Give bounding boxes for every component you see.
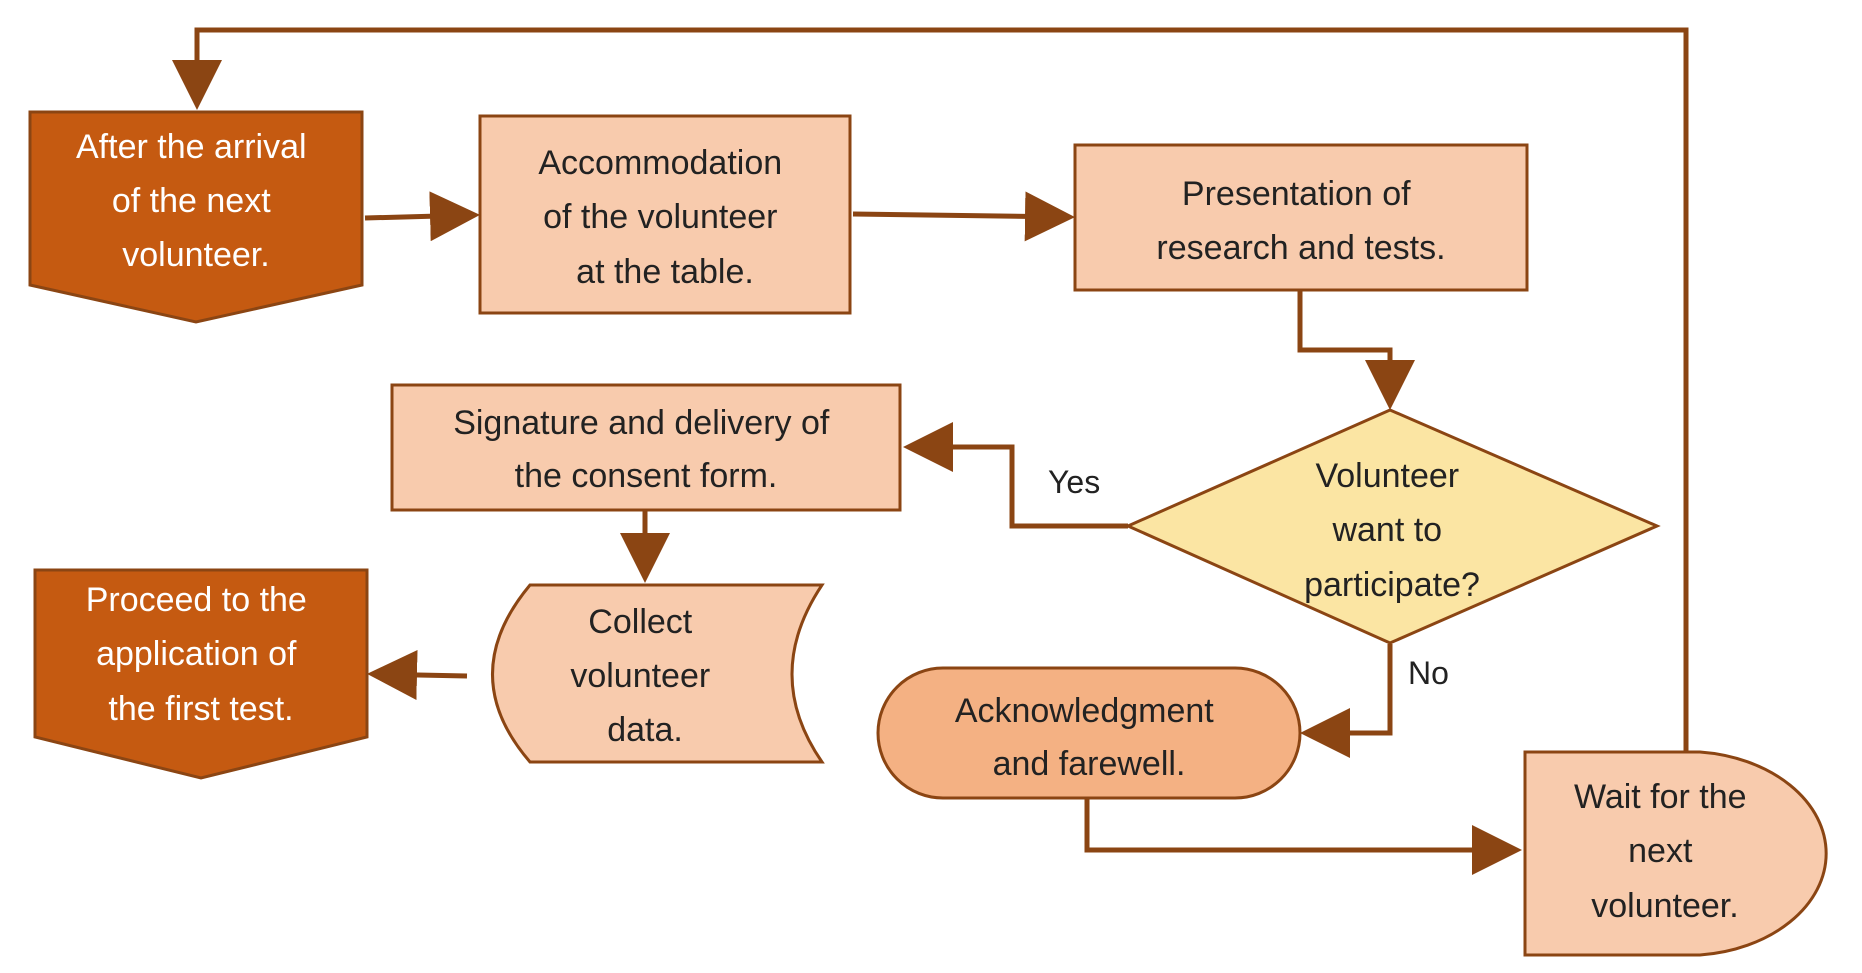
svg-text:Collect volunteer: Collect volunteer data.: [570, 603, 719, 749]
node-acknowledgment: Acknowledgment and farewell.: [876, 666, 1302, 800]
node-proceed-line-2: application of: [96, 635, 297, 673]
node-presentation-line-1: Presentation of: [1182, 175, 1411, 213]
node-collect: Collect volunteer data.: [491, 583, 825, 764]
edge-acknowledgment-to-wait: [1084, 798, 1522, 875]
node-signature-line-1: Signature and delivery of: [453, 404, 830, 442]
node-presentation: Presentation of research and tests.: [1073, 143, 1529, 292]
node-signature-shape: [390, 383, 902, 512]
edge-accommodation-to-presentation: [852, 191, 1075, 242]
edge-label-no: No: [1408, 655, 1449, 691]
svg-text:Wait for the next: Wait for the next volunteer.: [1574, 778, 1756, 925]
node-wait-line-1: Wait for the: [1574, 778, 1747, 816]
node-presentation-shape: [1073, 143, 1529, 292]
node-proceed-line-3: the first test.: [108, 690, 293, 728]
node-proceed-shape: [33, 568, 369, 780]
node-decision-line-2: want to: [1331, 511, 1442, 549]
edge-arrival-to-accommodation: [364, 191, 480, 242]
node-signature: Signature and delivery of the consent fo…: [390, 383, 902, 512]
node-accommodation-line-2: of the volunteer: [543, 198, 777, 236]
edges: [172, 27, 1689, 875]
svg-text:After the arrival of the: After the arrival of the next volunteer.: [76, 128, 316, 274]
node-proceed: Proceed to the application of the first …: [33, 568, 369, 780]
node-proceed-line-1: Proceed to the: [86, 581, 307, 619]
edge-decision-yes-to-signature: [903, 422, 1128, 529]
node-arrival-line-2: of the next: [112, 182, 271, 220]
edge-label-yes: Yes: [1048, 464, 1100, 500]
svg-text:Acknowledgment and farew: Acknowledgment and farewell.: [955, 692, 1223, 783]
node-arrival-line-3: volunteer.: [122, 236, 269, 274]
node-acknowledgment-shape: [876, 666, 1302, 800]
node-collect-line-3: data.: [607, 711, 683, 749]
svg-text:Volunteer want to: Volunteer want to participate?: [1304, 457, 1480, 604]
node-accommodation-shape: [478, 114, 852, 315]
node-decision-line-3: participate?: [1304, 566, 1480, 604]
node-collect-line-1: Collect: [588, 603, 692, 641]
svg-text:Proceed to the applicati: Proceed to the application of the first …: [86, 581, 317, 728]
node-decision-line-1: Volunteer: [1315, 457, 1459, 495]
node-decision: Volunteer want to participate?: [1124, 408, 1661, 645]
node-collect-line-2: volunteer: [570, 657, 710, 695]
node-arrival-line-1: After the arrival: [76, 128, 307, 166]
node-presentation-line-2: research and tests.: [1156, 229, 1445, 267]
edge-presentation-to-decision: [1297, 290, 1415, 410]
node-accommodation-line-3: at the table.: [576, 253, 754, 291]
svg-text:Presentation of research: Presentation of research and tests.: [1156, 175, 1445, 267]
node-arrival: After the arrival of the next volunteer.: [28, 110, 364, 324]
node-decision-shape: [1124, 408, 1661, 645]
node-accommodation-line-1: Accommodation: [538, 144, 782, 182]
svg-text:Accommodation of the vol: Accommodation of the volunteer at the ta…: [538, 144, 791, 291]
edge-wait-loop-to-arrival: [172, 27, 1689, 752]
node-wait-shape: [1523, 750, 1828, 957]
node-wait: Wait for the next volunteer.: [1523, 750, 1828, 957]
node-acknowledgment-line-1: Acknowledgment: [955, 692, 1214, 730]
edge-collect-to-proceed: [367, 649, 468, 700]
node-signature-line-2: the consent form.: [515, 457, 778, 495]
node-wait-line-3: volunteer.: [1591, 887, 1738, 925]
node-collect-shape: [491, 583, 825, 764]
node-arrival-shape: [28, 110, 364, 324]
svg-text:Signature and delivery of: Signature and delivery of the consent fo…: [453, 404, 839, 495]
node-accommodation: Accommodation of the volunteer at the ta…: [478, 114, 852, 315]
edge-decision-no-to-acknowledgment: [1300, 644, 1393, 758]
node-acknowledgment-line-2: and farewell.: [993, 745, 1186, 783]
node-wait-line-2: next: [1628, 832, 1693, 870]
